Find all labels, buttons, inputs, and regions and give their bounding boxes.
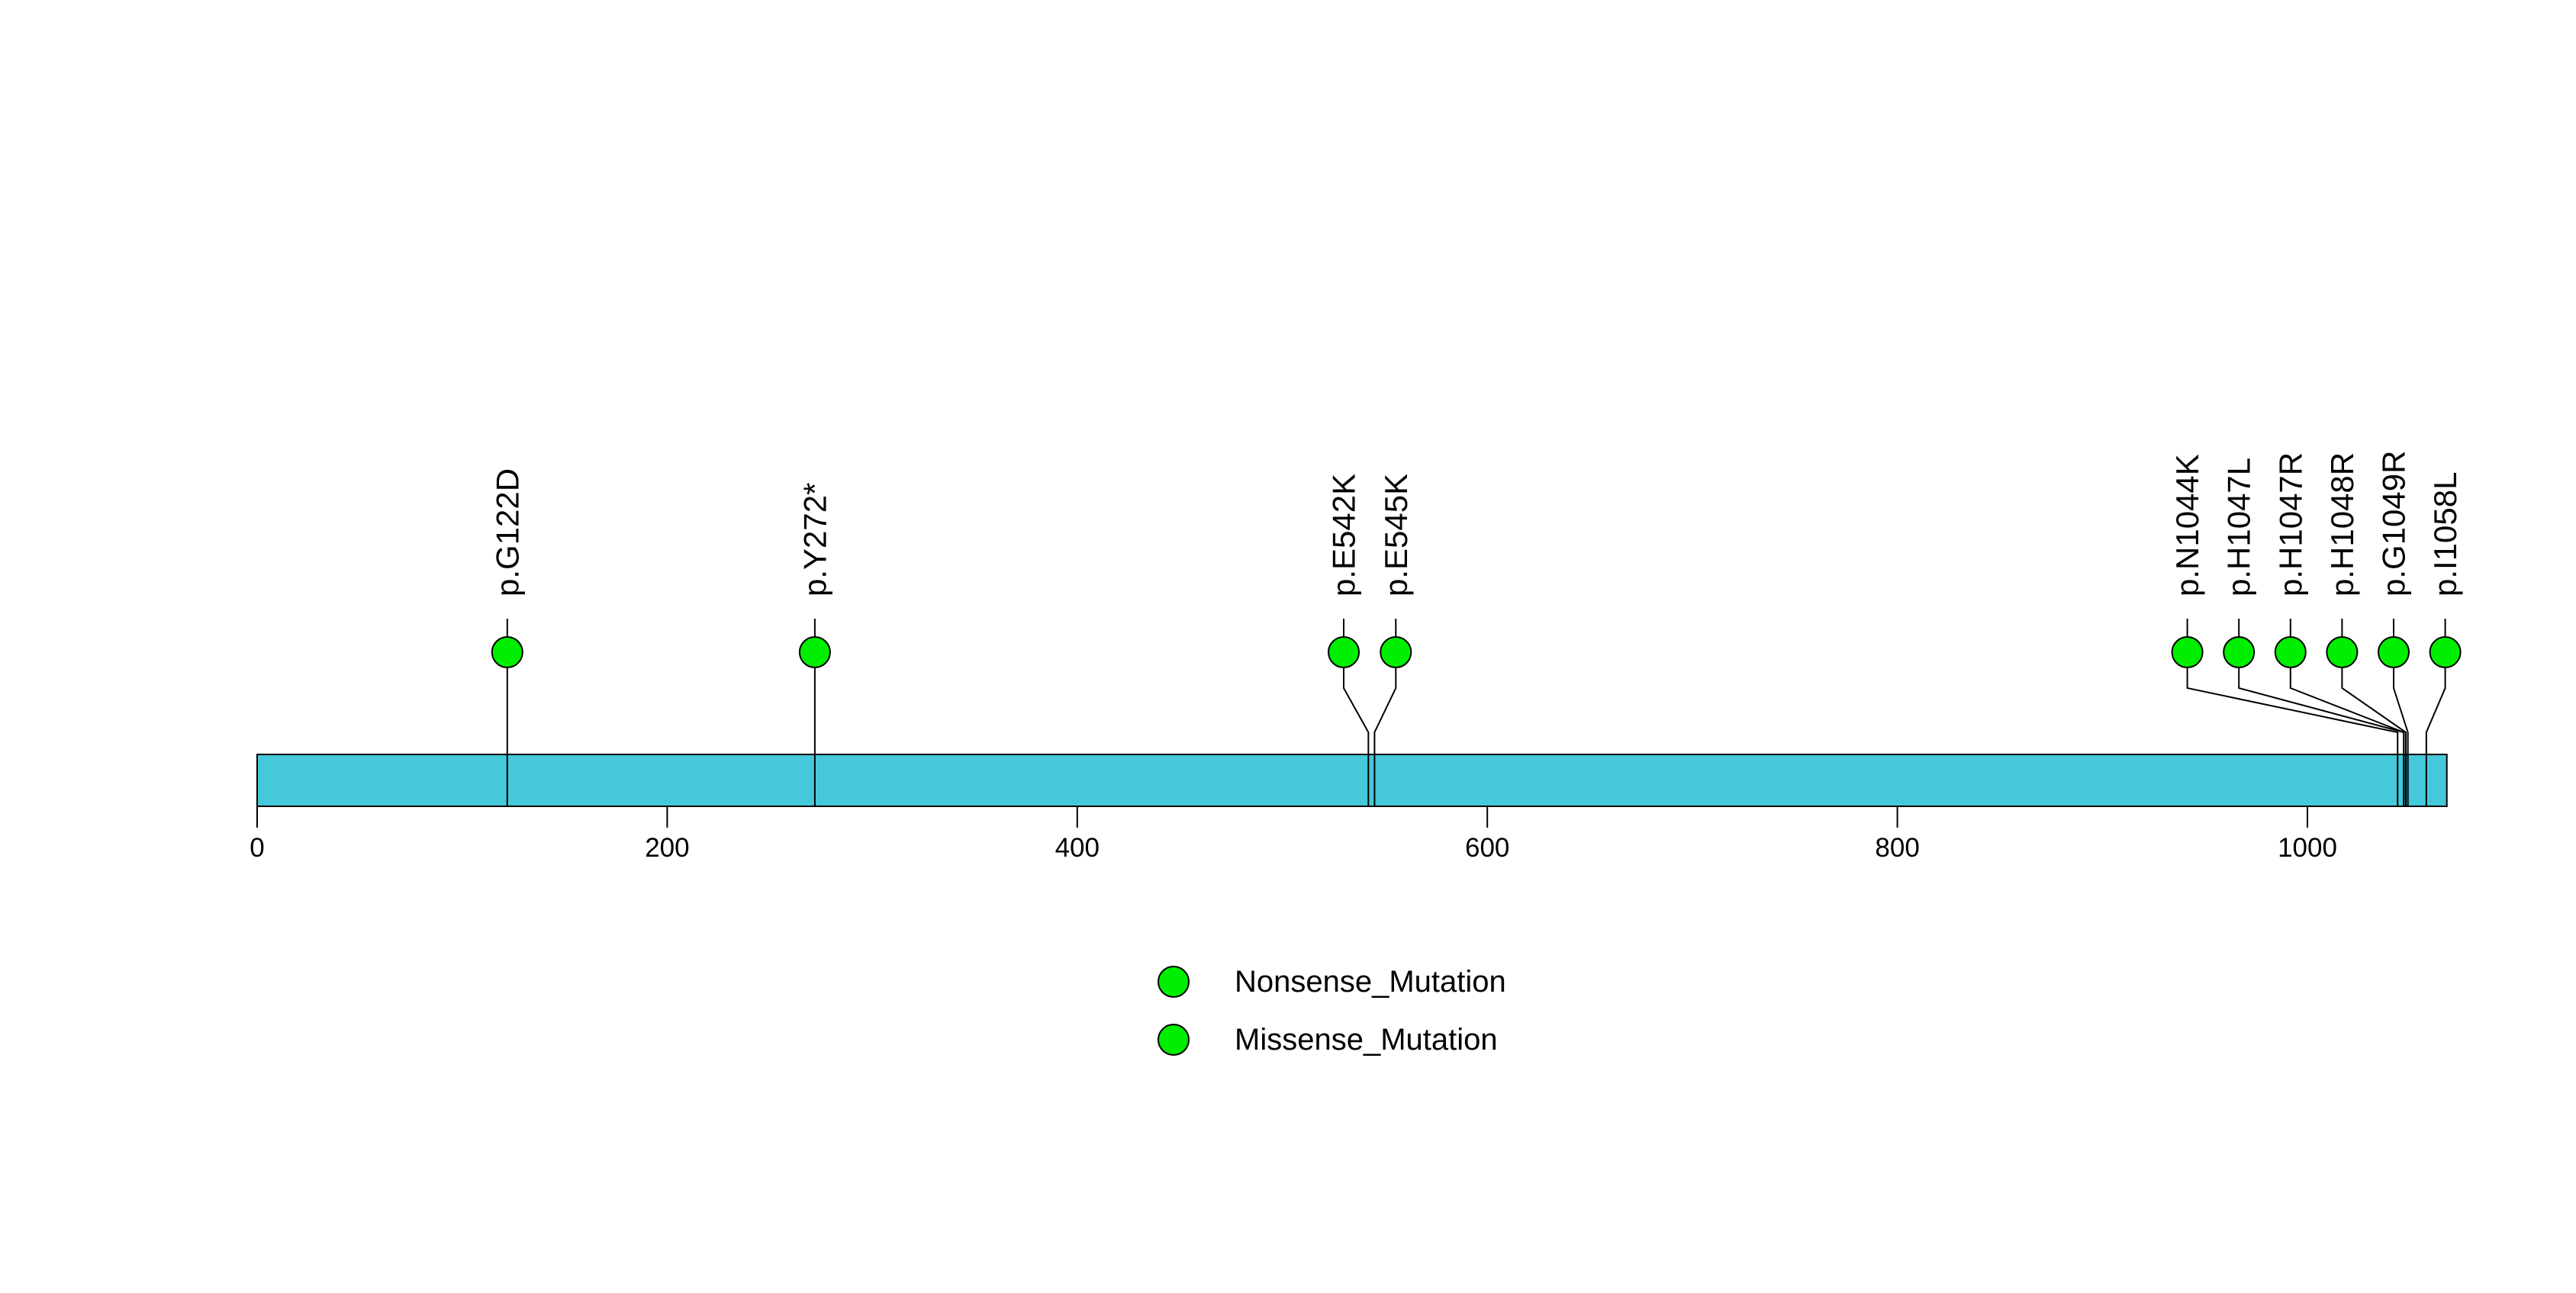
mutation-marker [1380,636,1412,668]
mutation-label: p.H1047R [2272,452,2308,597]
legend-marker [1158,966,1190,998]
mutation-label: p.I1058L [2427,472,2463,597]
axis-tick-label: 600 [1465,833,1509,863]
axis-tick-label: 400 [1055,833,1100,863]
mutation-label: p.G122D [489,468,525,597]
mutation-label: p.E545K [1378,474,1414,597]
mutation-marker [2326,636,2359,668]
mutation-label: p.H1047L [2221,458,2257,597]
mutation-label: p.H1048R [2324,452,2360,597]
mutation-label: p.Y272* [797,483,832,597]
axis-tick-label: 800 [1875,833,1919,863]
axis-tick-label: 200 [645,833,689,863]
protein-bar [256,754,2448,807]
mutation-label: p.G1049R [2376,451,2412,597]
mutation-marker [491,636,523,668]
mutation-label: p.N1044K [2169,454,2205,597]
mutation-marker [2429,636,2462,668]
mutation-marker [2378,636,2410,668]
legend-marker [1158,1024,1190,1056]
mutation-marker [2274,636,2307,668]
axis-tick-label: 1000 [2278,833,2337,863]
axis-tick-label: 0 [250,833,264,863]
mutation-marker [2171,636,2204,668]
mutation-marker [2223,636,2256,668]
mutation-marker [1328,636,1360,668]
legend-label: Nonsense_Mutation [1235,965,1506,999]
mutation-label: p.E542K [1326,474,1362,597]
legend-label: Missense_Mutation [1235,1023,1498,1057]
mutation-marker [798,636,831,668]
